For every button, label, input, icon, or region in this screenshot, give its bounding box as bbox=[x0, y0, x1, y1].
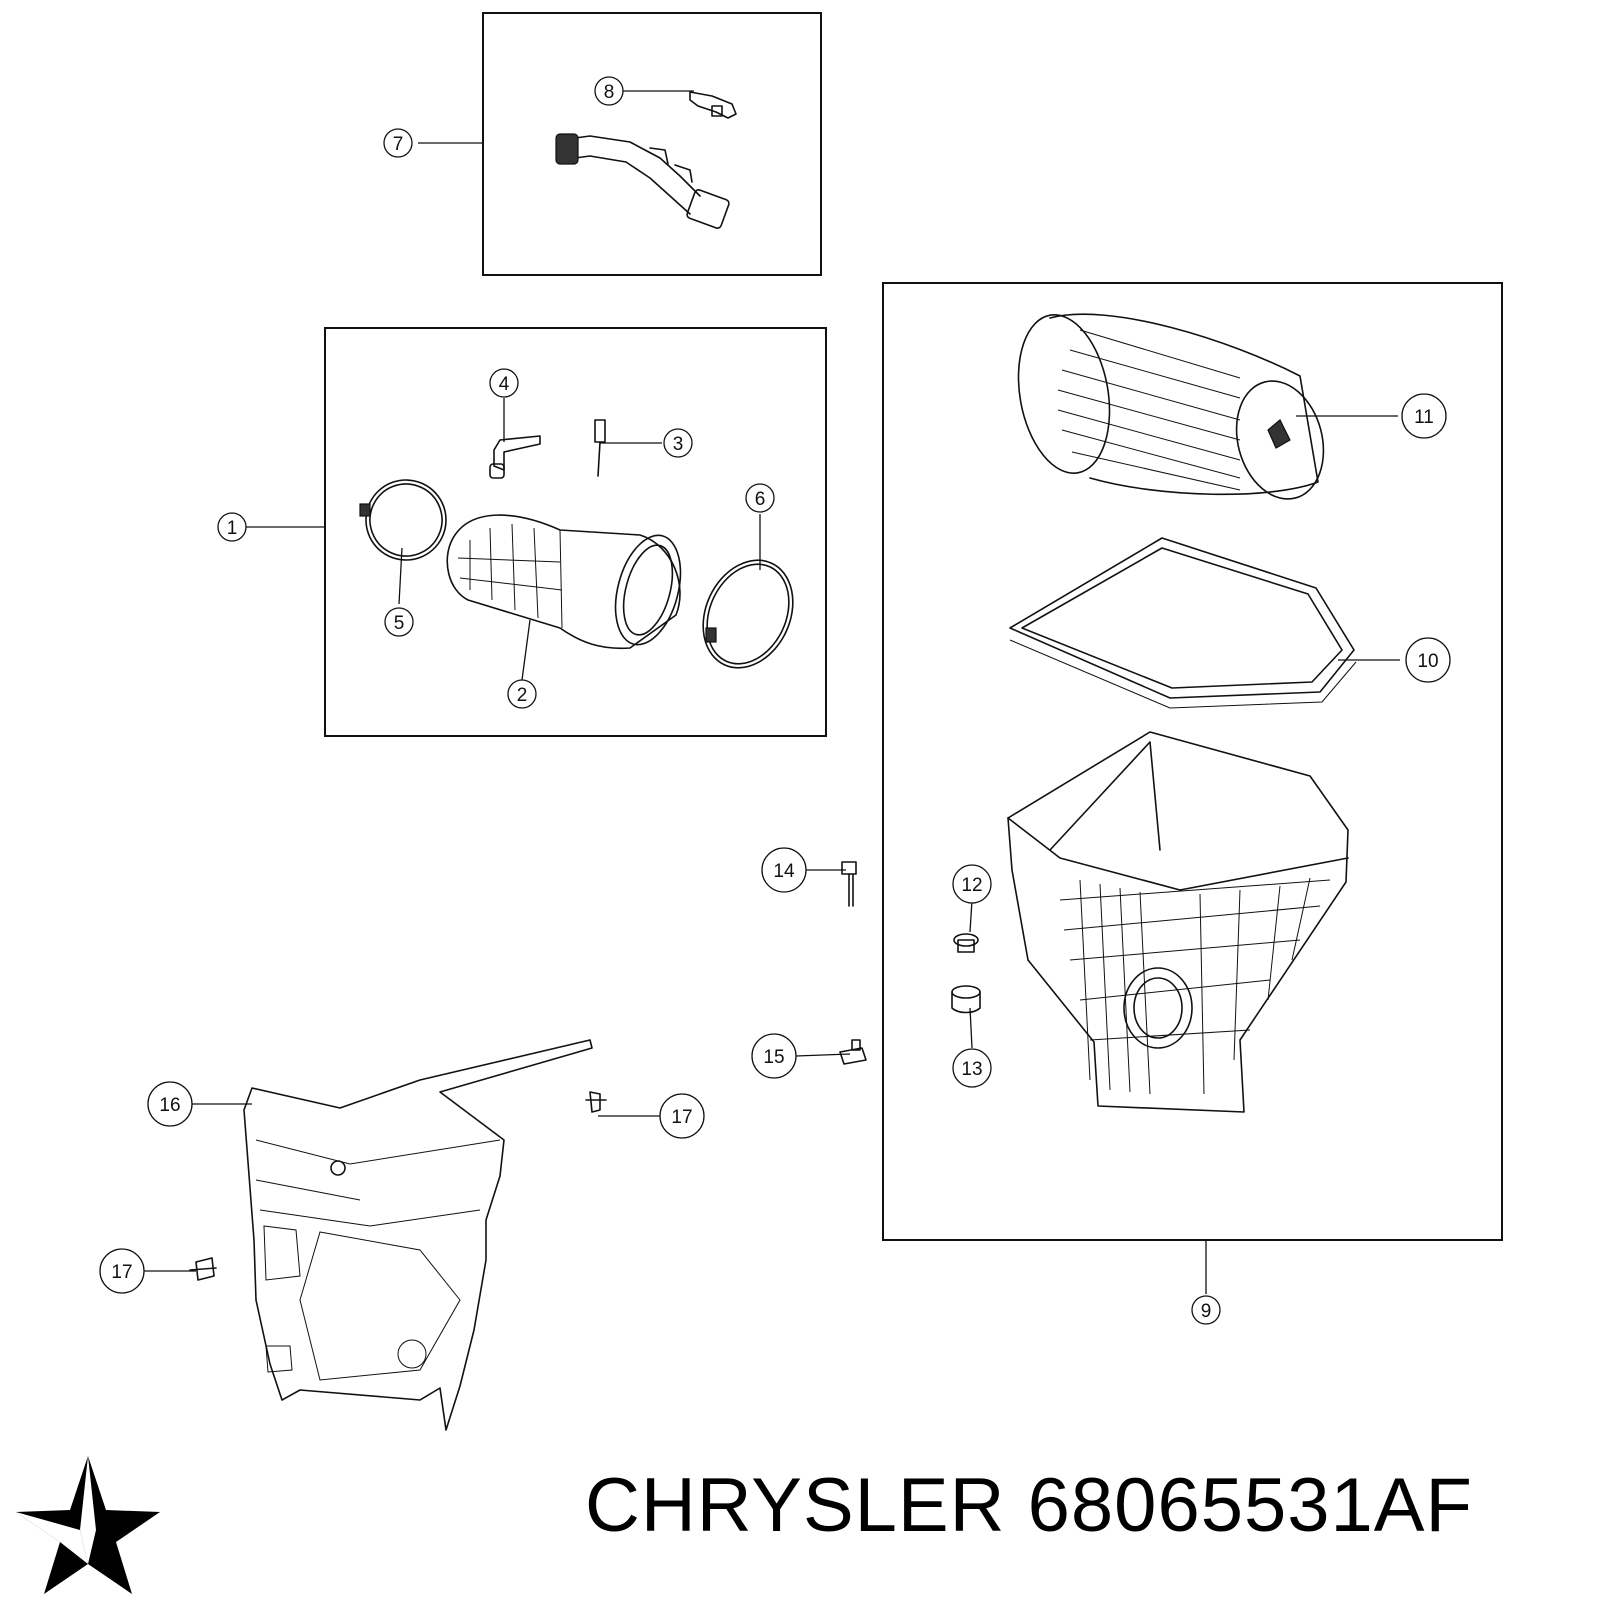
svg-text:7: 7 bbox=[393, 134, 404, 155]
svg-text:15: 15 bbox=[763, 1047, 784, 1068]
svg-text:17: 17 bbox=[111, 1262, 132, 1283]
part-3-probe bbox=[594, 419, 606, 477]
callout-1: 1 bbox=[217, 512, 247, 542]
callout-9: 9 bbox=[1191, 1295, 1221, 1325]
part-14-bolt bbox=[841, 861, 857, 907]
callout-8: 8 bbox=[594, 76, 624, 106]
callout-11: 11 bbox=[1401, 393, 1447, 439]
callout-3: 3 bbox=[663, 428, 693, 458]
svg-text:5: 5 bbox=[394, 613, 405, 634]
brand-name: CHRYSLER bbox=[585, 1463, 1006, 1548]
svg-text:1: 1 bbox=[227, 518, 238, 539]
part-17-pushpin-upper bbox=[585, 1091, 607, 1113]
part-8-sensor bbox=[689, 91, 737, 119]
part-15-clip bbox=[839, 1039, 867, 1065]
svg-text:13: 13 bbox=[961, 1059, 982, 1080]
part-13-grommet bbox=[951, 985, 981, 1014]
callout-4: 4 bbox=[489, 368, 519, 398]
part-2-tube bbox=[446, 514, 682, 650]
callout-14: 14 bbox=[761, 847, 807, 893]
svg-text:14: 14 bbox=[773, 861, 795, 882]
part-17-pushpin-lower bbox=[189, 1257, 217, 1281]
part-9-airbox bbox=[1007, 731, 1349, 1113]
footer-title: CHRYSLER 68065531AF bbox=[585, 1462, 1473, 1549]
part-16-shield bbox=[243, 1039, 593, 1431]
svg-text:2: 2 bbox=[517, 685, 528, 706]
callout-10: 10 bbox=[1405, 637, 1451, 683]
callout-16: 16 bbox=[147, 1081, 193, 1127]
part-4-elbow bbox=[489, 435, 541, 479]
callout-2: 2 bbox=[507, 679, 537, 709]
svg-text:17: 17 bbox=[671, 1107, 692, 1128]
svg-text:12: 12 bbox=[961, 875, 982, 896]
svg-text:16: 16 bbox=[159, 1095, 180, 1116]
svg-text:9: 9 bbox=[1201, 1301, 1212, 1322]
part-number: 68065531AF bbox=[1027, 1463, 1473, 1548]
group-box-9 bbox=[882, 282, 1503, 1241]
callout-12: 12 bbox=[952, 864, 992, 904]
svg-text:10: 10 bbox=[1417, 651, 1438, 672]
part-5-clamp bbox=[359, 479, 447, 561]
part-10-seal bbox=[1009, 537, 1357, 709]
part-6-clamp bbox=[702, 559, 794, 669]
callout-13: 13 bbox=[952, 1048, 992, 1088]
callout-5: 5 bbox=[384, 607, 414, 637]
part-7-hose bbox=[555, 133, 730, 229]
callout-15: 15 bbox=[751, 1033, 797, 1079]
svg-text:11: 11 bbox=[1414, 407, 1434, 428]
part-12-nut bbox=[953, 933, 979, 953]
group-box-1 bbox=[324, 327, 827, 737]
callout-17-lower: 17 bbox=[99, 1248, 145, 1294]
group-box-7 bbox=[482, 12, 822, 276]
part-11-filter bbox=[1017, 313, 1325, 500]
svg-text:6: 6 bbox=[755, 489, 766, 510]
svg-text:8: 8 bbox=[604, 82, 615, 103]
callout-17-upper: 17 bbox=[659, 1093, 705, 1139]
callout-6: 6 bbox=[745, 483, 775, 513]
pentastar-icon bbox=[16, 1456, 160, 1594]
callout-7: 7 bbox=[383, 128, 413, 158]
svg-text:3: 3 bbox=[673, 434, 684, 455]
leader-lines bbox=[144, 90, 1400, 1294]
svg-text:4: 4 bbox=[499, 374, 510, 395]
